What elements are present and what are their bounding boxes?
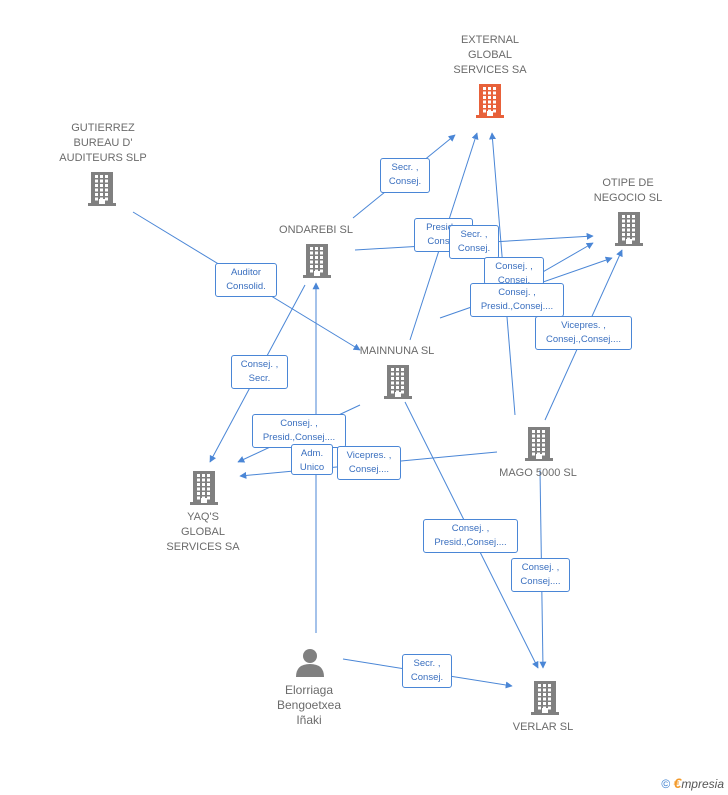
node-label-yaqs-global-services[interactable]: YAQ'S GLOBAL SERVICES SA: [166, 511, 240, 553]
building-icon[interactable]: [303, 244, 331, 283]
node-label-mainnuna[interactable]: MAINNUNA SL: [359, 345, 435, 357]
relation-label[interactable]: Secr. , Consej.: [402, 654, 452, 688]
relation-label[interactable]: Consej. , Presid.,Consej....: [423, 519, 518, 553]
relation-label[interactable]: Consej. , Presid.,Consej....: [470, 283, 564, 317]
brand-logo-e: €: [673, 775, 682, 791]
relation-label[interactable]: Consej. , Secr.: [231, 355, 288, 389]
building-icon[interactable]: [476, 84, 504, 123]
building-icon[interactable]: [615, 212, 643, 251]
node-label-ondarebi[interactable]: ONDAREBI SL: [279, 224, 353, 236]
node-label-external-global-services[interactable]: EXTERNAL GLOBAL SERVICES SA: [453, 34, 527, 76]
building-icon[interactable]: [88, 172, 116, 211]
node-label-otipe-de-negocio[interactable]: OTIPE DE NEGOCIO SL: [593, 177, 663, 204]
node-label-elorriaga-bengoetxea[interactable]: Elorriaga Bengoetxea Iñaki: [276, 683, 342, 727]
building-icon[interactable]: [384, 365, 412, 404]
node-label-gutierrez-bureau[interactable]: GUTIERREZ BUREAU D' AUDITEURS SLP: [59, 122, 147, 164]
relation-label[interactable]: Adm. Unico: [291, 444, 333, 475]
building-icon[interactable]: [525, 427, 553, 466]
building-icon[interactable]: [531, 681, 559, 720]
node-label-mago-5000[interactable]: MAGO 5000 SL: [499, 467, 577, 479]
relation-label[interactable]: Secr. , Consej.: [449, 225, 499, 259]
relation-label[interactable]: Vicepres. , Consej....: [337, 446, 401, 480]
relation-label[interactable]: Consej. , Presid.,Consej....: [252, 414, 346, 448]
building-icon[interactable]: [190, 471, 218, 510]
person-icon[interactable]: [295, 647, 325, 682]
relation-label[interactable]: Consej. , Consej.: [484, 257, 544, 286]
copyright-icon: ©: [661, 777, 671, 791]
copyright-brand: © €mpresia: [661, 775, 724, 791]
relation-label[interactable]: Secr. , Consej.: [380, 158, 430, 193]
brand-logo-text: mpresia: [681, 777, 724, 791]
relation-label[interactable]: Vicepres. , Consej.,Consej....: [535, 316, 632, 350]
node-label-verlar[interactable]: VERLAR SL: [512, 721, 574, 733]
relation-label[interactable]: Consej. , Consej....: [511, 558, 570, 592]
relation-label[interactable]: Auditor Consolid.: [215, 263, 277, 297]
